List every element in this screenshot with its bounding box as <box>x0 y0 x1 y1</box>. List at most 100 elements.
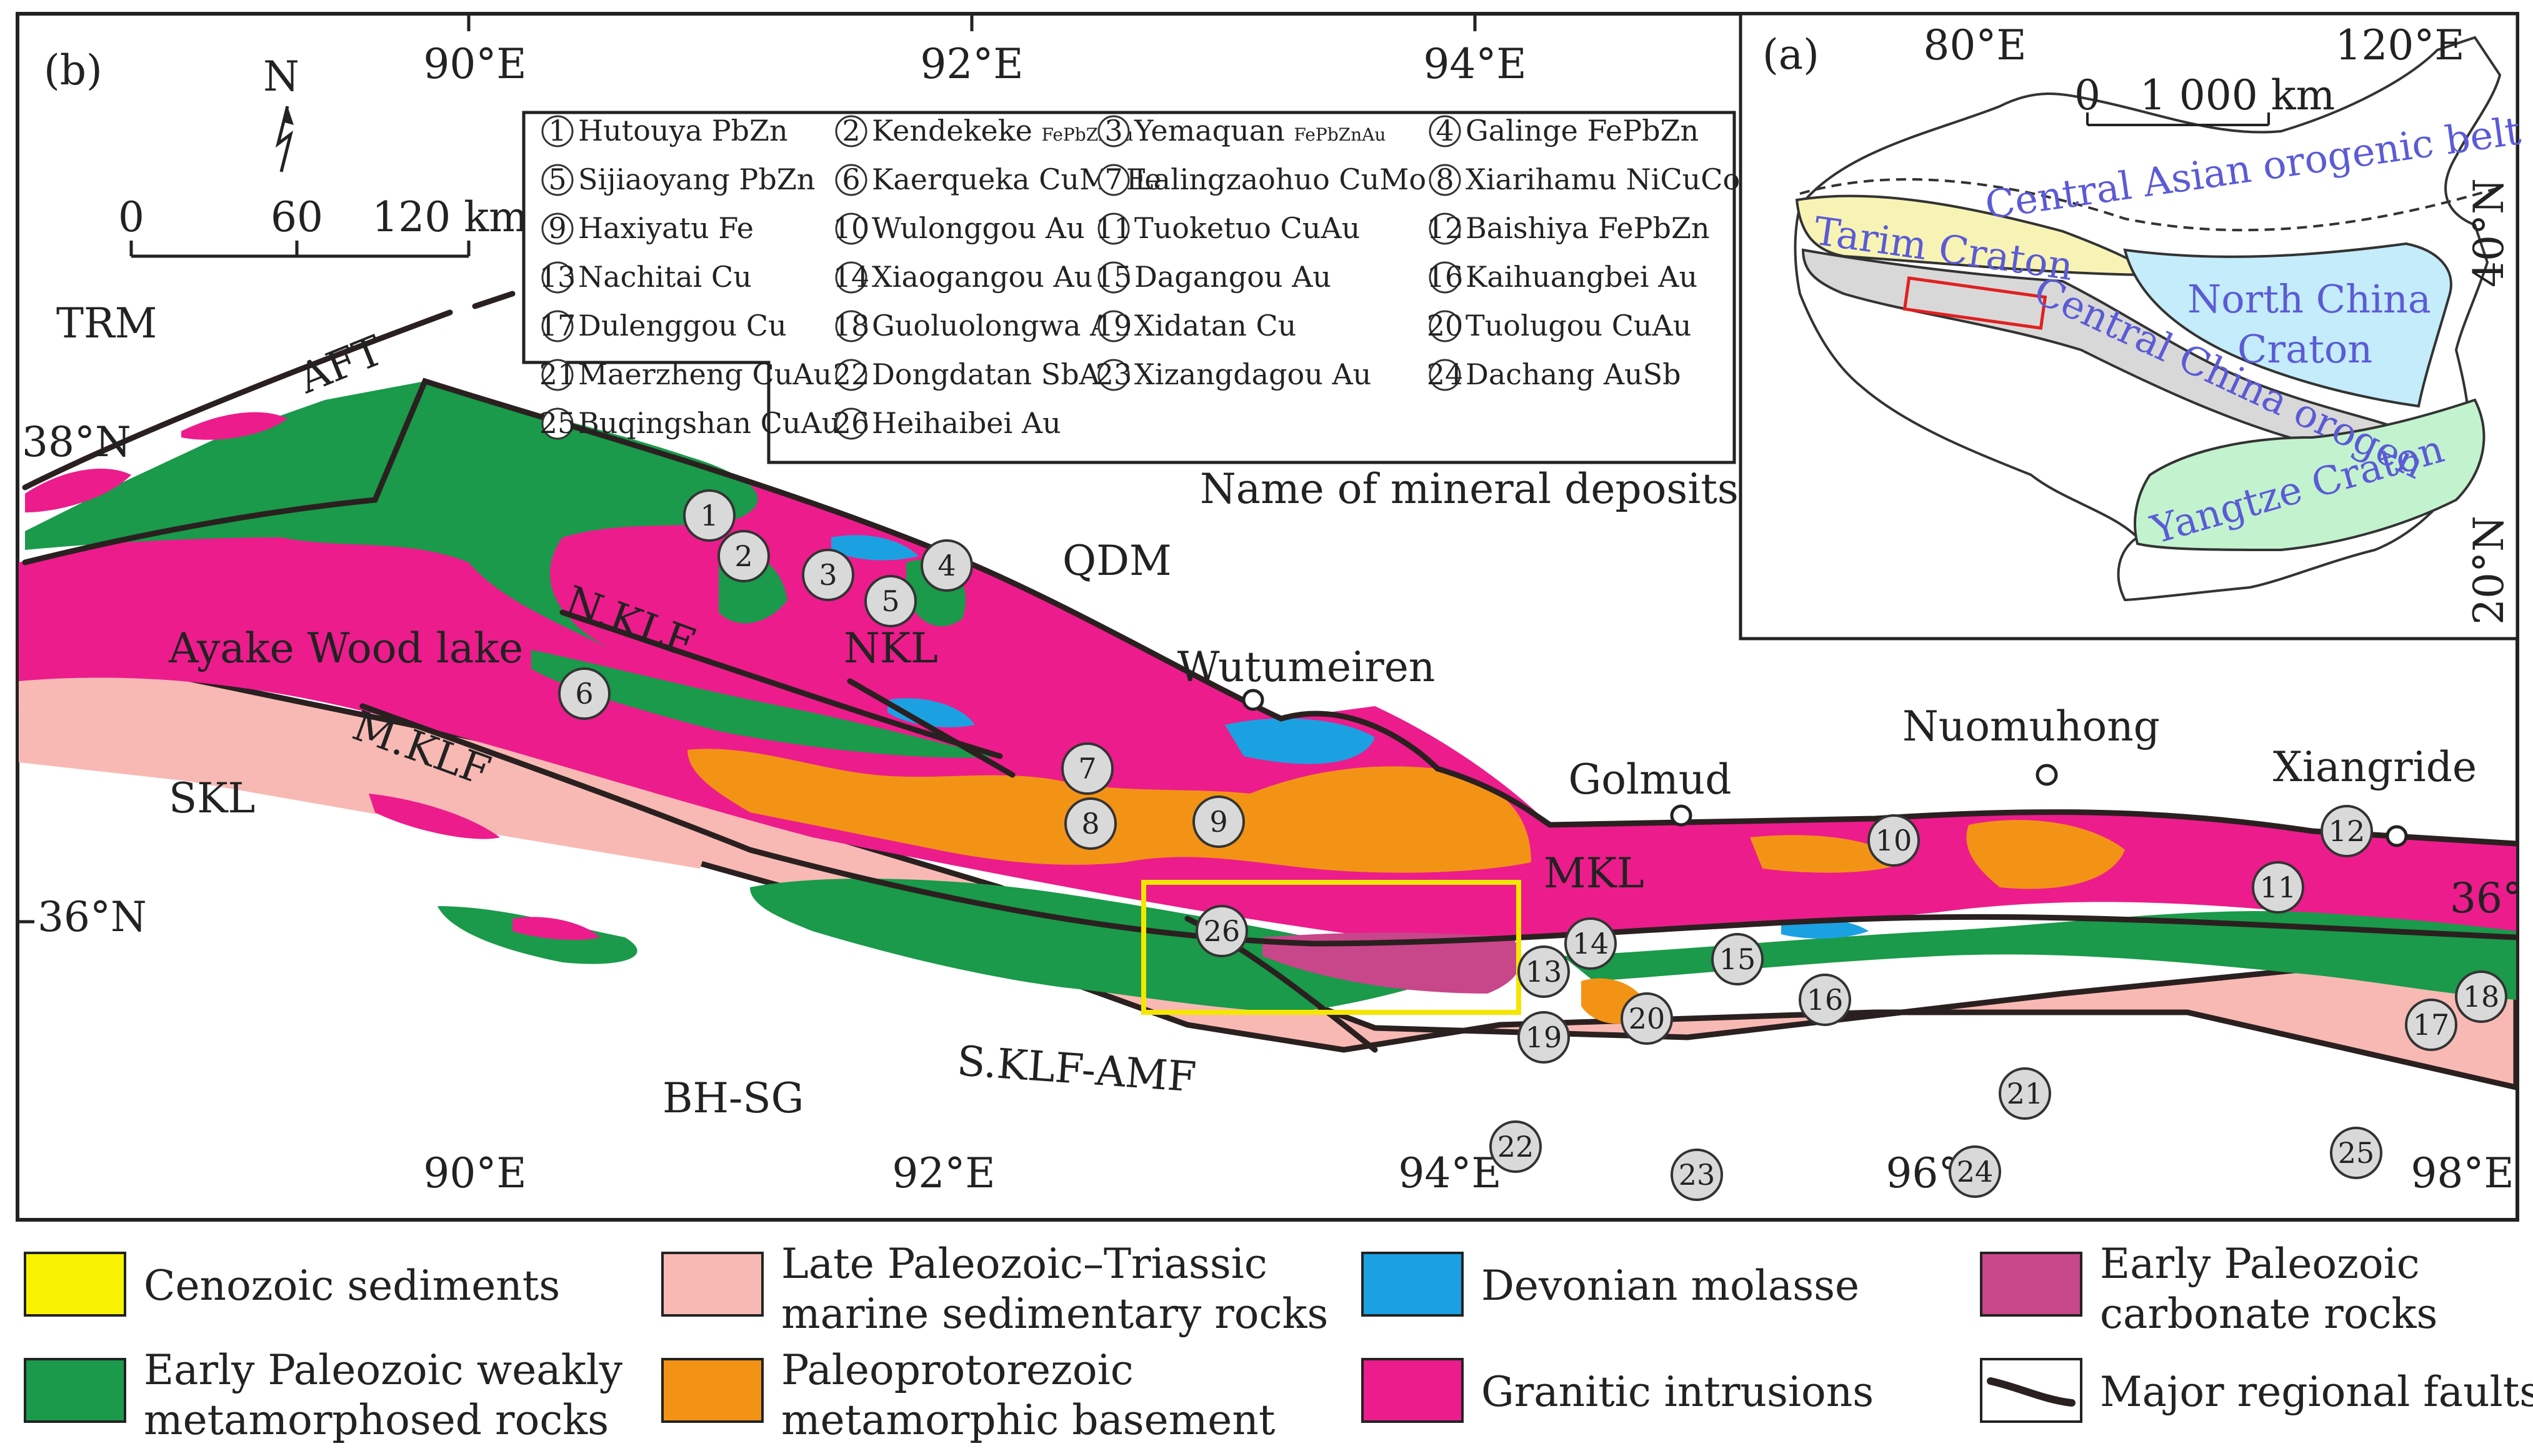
legend-item: Cenozoic sediments <box>24 1252 560 1317</box>
svg-text:Hutouya PbZn: Hutouya PbZn <box>578 114 788 147</box>
svg-text:Wulonggou Au: Wulonggou Au <box>872 211 1085 245</box>
svg-text:25: 25 <box>2338 1136 2375 1170</box>
inset-study-box <box>1902 276 2047 330</box>
unit-granite-lens-nw1 <box>181 412 287 440</box>
scale-a-1000: 1 000 km <box>2140 71 2336 119</box>
svg-text:Nachitai Cu: Nachitai Cu <box>578 260 752 294</box>
unit-devonian-b <box>887 698 975 727</box>
town-golmud: Golmud <box>1569 755 1731 827</box>
legend: Cenozoic sediments Late Paleozoic–Triassi… <box>24 1240 2533 1444</box>
svg-text:20: 20 <box>1629 1002 1666 1035</box>
region-nkl: NKL <box>844 624 938 672</box>
panel-b-label: (b) <box>44 46 102 94</box>
top-lon-94: 94°E <box>1423 40 1526 88</box>
inset-lon-120: 120°E <box>2335 21 2464 69</box>
deposit-marker: 11 <box>2252 861 2304 914</box>
deposit-marker: 16 <box>1799 974 1851 1026</box>
svg-text:12: 12 <box>2329 814 2366 848</box>
svg-text:19: 19 <box>1096 309 1132 342</box>
svg-text:Paleoprotorezoic: Paleoprotorezoic <box>781 1346 1134 1394</box>
legend-item: Devonian molasse <box>1361 1252 1859 1317</box>
svg-text:14: 14 <box>1572 927 1609 960</box>
svg-text:19: 19 <box>1526 1020 1562 1054</box>
svg-text:15: 15 <box>1096 260 1132 294</box>
svg-text:2: 2 <box>842 114 860 147</box>
svg-text:Kaihuangbei Au: Kaihuangbei Au <box>1466 260 1697 294</box>
svg-text:Guoluolongwa Au: Guoluolongwa Au <box>872 309 1129 342</box>
region-trm: TRM <box>56 299 157 347</box>
svg-text:3: 3 <box>1104 114 1122 147</box>
svg-text:Xiangride: Xiangride <box>2273 743 2477 791</box>
inset-label-craton: Craton <box>2237 326 2372 372</box>
inset-caob <box>1799 178 2501 232</box>
region-bhsg: BH-SG <box>662 1074 804 1122</box>
svg-text:25: 25 <box>539 406 576 440</box>
svg-text:22: 22 <box>833 357 870 391</box>
svg-text:16: 16 <box>1807 983 1844 1017</box>
deposit-box-title: Name of mineral deposits <box>1200 465 1739 513</box>
legend-item: Granitic intrusions <box>1361 1358 1874 1423</box>
unit-early-paleozoic-southeast <box>1562 910 2516 1000</box>
svg-text:17: 17 <box>2413 1008 2450 1042</box>
unit-devonian-a <box>831 535 919 561</box>
top-lon-90: 90°E <box>423 40 526 88</box>
svg-text:21: 21 <box>2007 1077 2044 1110</box>
lat-38: 38°N <box>22 418 131 466</box>
svg-text:24: 24 <box>1427 357 1464 391</box>
deposit-marker: 24 <box>1949 1145 2001 1198</box>
svg-text:Nuomuhong: Nuomuhong <box>1902 702 2160 750</box>
svg-text:Buqingshan CuAu: Buqingshan CuAu <box>578 406 840 440</box>
svg-text:Baishiya FePbZn: Baishiya FePbZn <box>1466 211 1710 245</box>
region-skl: SKL <box>169 774 255 822</box>
unit-granite-lens-nw2 <box>25 469 131 512</box>
svg-text:Sijiaoyang PbZn: Sijiaoyang PbZn <box>578 162 815 196</box>
bottom-lon-94: 94°E <box>1398 1149 1501 1197</box>
town-xiangride: Xiangride <box>2273 743 2477 847</box>
svg-text:23: 23 <box>1096 357 1132 391</box>
svg-text:Galinge FePbZn: Galinge FePbZn <box>1466 114 1699 147</box>
svg-text:Xizangdagou Au: Xizangdagou Au <box>1134 357 1371 391</box>
svg-text:Dulenggou Cu: Dulenggou Cu <box>578 309 787 342</box>
svg-text:Haxiyatu Fe: Haxiyatu Fe <box>578 211 754 245</box>
deposit-marker: 9 <box>1192 795 1245 848</box>
deposit-marker: 23 <box>1671 1149 1723 1201</box>
deposit-marker: 1 <box>683 489 736 542</box>
svg-text:13: 13 <box>539 260 576 294</box>
svg-text:6: 6 <box>575 677 593 711</box>
town-wutumeiren: Wutumeiren <box>1177 643 1435 711</box>
deposit-marker: 12 <box>2321 805 2373 857</box>
svg-text:11: 11 <box>2260 870 2297 904</box>
svg-text:5: 5 <box>881 584 899 618</box>
inset-yangtze <box>2134 398 2486 552</box>
inset-lat-20: 20°N <box>2465 516 2513 625</box>
svg-text:3: 3 <box>819 558 837 592</box>
deposit-marker: 21 <box>1999 1067 2051 1120</box>
svg-text:18: 18 <box>833 309 870 342</box>
panel-a-label: (a) <box>1762 31 1819 79</box>
scale-bar-b: 0 60 120 km <box>118 193 528 258</box>
deposit-list-item: 1 Hutouya PbZn <box>541 114 788 147</box>
svg-text:metamorphosed rocks: metamorphosed rocks <box>144 1396 609 1444</box>
svg-text:Early Paleozoic weakly: Early Paleozoic weakly <box>144 1346 623 1394</box>
deposit-marker: 19 <box>1517 1011 1570 1064</box>
svg-text:15: 15 <box>1719 942 1756 976</box>
scale-b-0: 0 <box>118 193 144 241</box>
svg-text:7: 7 <box>1078 752 1096 785</box>
svg-text:10: 10 <box>1876 824 1912 857</box>
svg-text:26: 26 <box>1204 914 1241 948</box>
scale-b-60: 60 <box>271 193 323 241</box>
svg-text:1: 1 <box>548 114 566 147</box>
